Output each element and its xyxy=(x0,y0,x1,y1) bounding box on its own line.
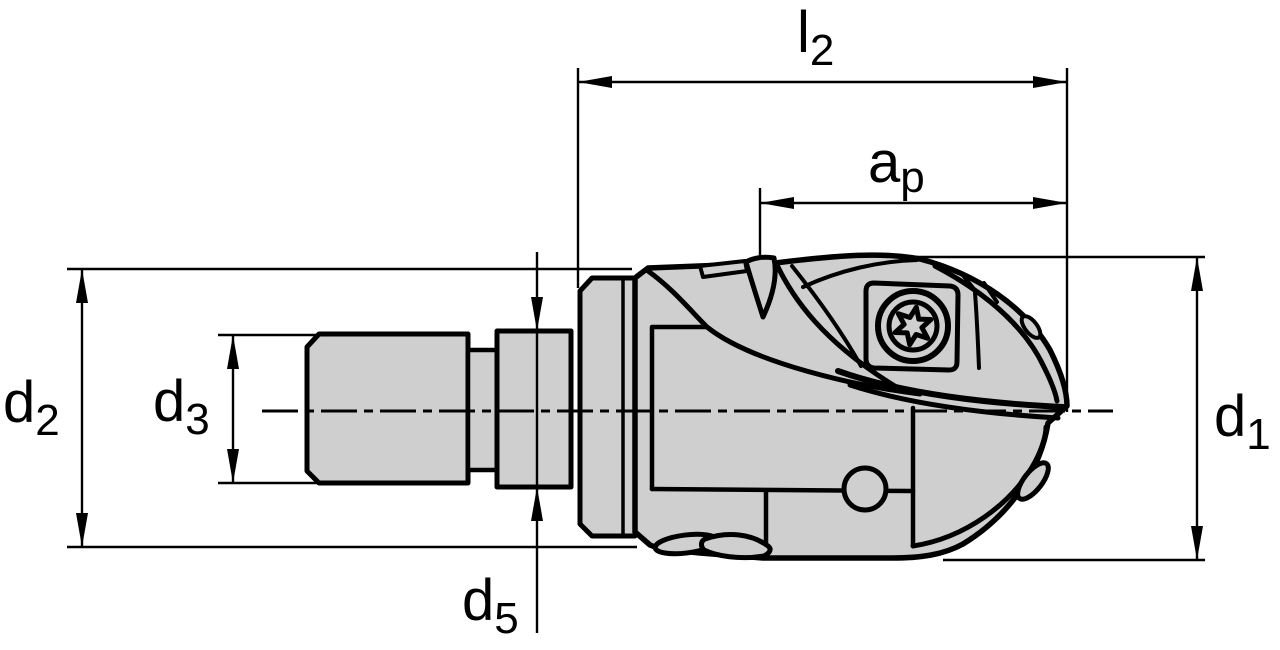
head-step-line xyxy=(649,324,709,492)
bottom-insert-tip-2 xyxy=(699,532,773,561)
arrow-d5-bottom xyxy=(531,487,543,521)
seat-side-wall xyxy=(973,291,981,370)
arrow-ap-left xyxy=(760,197,794,209)
flute-curve-front xyxy=(773,260,901,391)
insert-edge-upper xyxy=(835,368,1066,410)
flute-curve-rear xyxy=(645,268,923,397)
tool-body xyxy=(304,252,1070,561)
cutter-head xyxy=(632,252,1070,561)
top-chamfer-line xyxy=(801,258,919,289)
arrow-d1-bottom xyxy=(1191,526,1203,560)
collar xyxy=(494,328,574,490)
arrow-d2-top xyxy=(76,269,88,303)
arrow-d1-top xyxy=(1191,257,1203,291)
coolant-hole xyxy=(841,465,889,513)
torx-screw-icon xyxy=(875,288,951,364)
dim-label-l2: l2 xyxy=(797,0,834,75)
arrow-d3-top xyxy=(227,335,239,369)
insert-wiper-detail xyxy=(1019,314,1043,340)
arrow-d2-bottom xyxy=(76,513,88,547)
arrow-d5-top xyxy=(531,297,543,331)
flange xyxy=(577,275,638,539)
dim-label-d3: d3 xyxy=(153,369,210,444)
insert-tick-1 xyxy=(960,272,979,295)
torx-star xyxy=(892,304,934,348)
dim-label-d5: d5 xyxy=(462,568,519,643)
arrow-ap-right xyxy=(1033,197,1067,209)
lower-insert-pocket xyxy=(1015,460,1051,502)
insert-tick-2 xyxy=(982,281,999,304)
insert-edge-lower xyxy=(847,382,1061,421)
arrow-l2-left xyxy=(578,76,612,88)
dim-label-d1: d1 xyxy=(1214,384,1271,459)
dimension-arrowheads xyxy=(76,76,1203,560)
arrow-l2-right xyxy=(1033,76,1067,88)
pocket-left-curve xyxy=(790,264,863,368)
dim-label-d2: d2 xyxy=(3,370,60,445)
arrow-d3-bottom xyxy=(227,449,239,483)
dim-label-ap: ap xyxy=(868,130,925,202)
shank xyxy=(304,331,471,486)
